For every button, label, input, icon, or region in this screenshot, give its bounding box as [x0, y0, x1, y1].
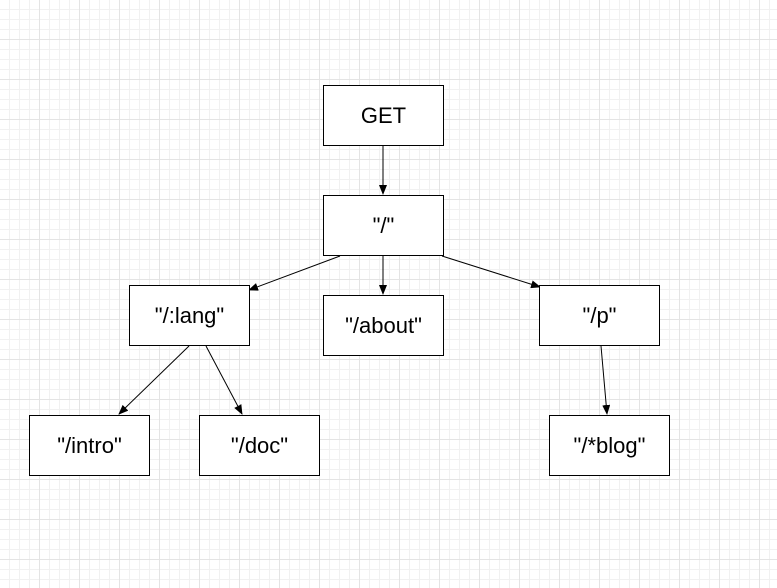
node-blog: "/*blog" [549, 415, 670, 476]
node-about: "/about" [323, 295, 444, 356]
node-p: "/p" [539, 285, 660, 346]
edge-root-to-p [441, 255, 541, 289]
node-lang: "/:lang" [129, 285, 250, 346]
node-doc: "/doc" [199, 415, 320, 476]
edge-root-to-lang [248, 255, 341, 291]
node-intro: "/intro" [29, 415, 150, 476]
node-root: "/" [323, 195, 444, 256]
edge-p-to-blog [600, 345, 611, 415]
edge-lang-to-doc [205, 345, 243, 415]
node-get: GET [323, 85, 444, 146]
edge-lang-to-intro [118, 345, 190, 415]
